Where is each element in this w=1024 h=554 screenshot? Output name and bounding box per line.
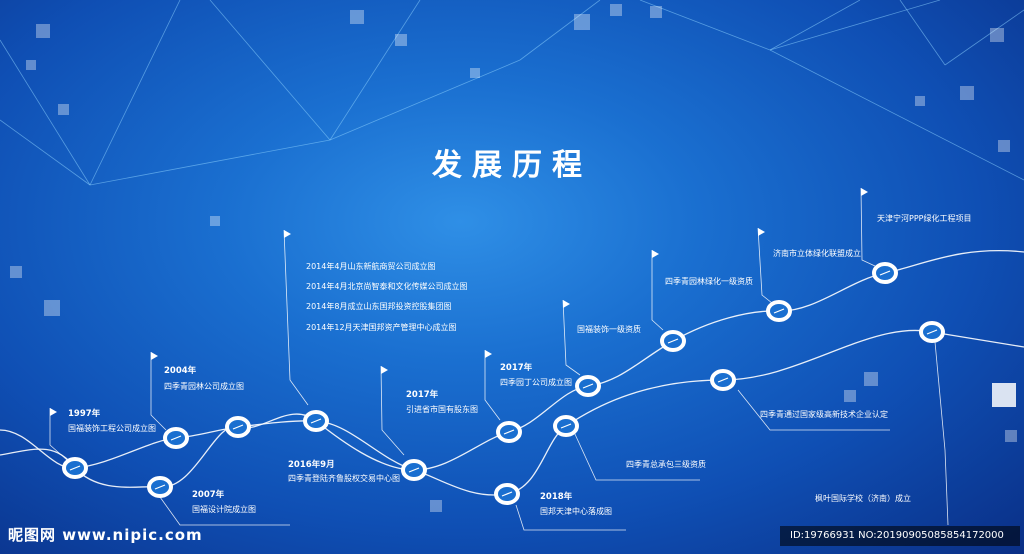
event-text: 四季青总承包三级资质 — [626, 460, 706, 470]
event-text: 天津宁河PPP绿化工程项目 — [877, 214, 971, 224]
event-year: 1997年 — [68, 409, 100, 419]
event-text: 2014年4月北京尚智泰和文化传媒公司成立图 — [306, 282, 467, 292]
event-year: 2016年9月 — [288, 460, 335, 470]
event-year: 2007年 — [192, 490, 224, 500]
event-text: 四季园丁公司成立图 — [500, 378, 572, 388]
event-text: 引进省市国有股东图 — [406, 405, 478, 415]
image-id-bar: ID:19766931 NO:20190905085854172000 — [780, 526, 1020, 546]
watermark-logo: 昵图网 www.nipic.com — [8, 524, 203, 545]
event-text: 国邦天津中心落成图 — [540, 507, 612, 517]
event-text: 四季青园林公司成立图 — [164, 382, 244, 392]
event-text: 济南市立体绿化联盟成立 — [773, 249, 861, 259]
event-year: 2018年 — [540, 492, 572, 502]
event-text: 四季青登陆齐鲁股权交易中心图 — [288, 474, 400, 484]
event-text: 国福装饰一级资质 — [577, 325, 641, 335]
event-text: 四季青通过国家级高新技术企业认定 — [760, 410, 888, 420]
event-year: 2017年 — [406, 390, 438, 400]
event-year: 2004年 — [164, 366, 196, 376]
event-text: 2014年12月天津国邦资产管理中心成立图 — [306, 323, 457, 333]
event-text: 枫叶国际学校（济南）成立 — [815, 494, 911, 504]
page-title: 发展历程 — [0, 140, 1024, 184]
event-text: 2014年4月山东新航商贸公司成立图 — [306, 262, 435, 272]
event-text: 国福装饰工程公司成立图 — [68, 424, 156, 434]
event-text: 国福设计院成立图 — [192, 505, 256, 515]
event-year: 2017年 — [500, 363, 532, 373]
event-text: 2014年8月成立山东国邦投资控股集团图 — [306, 302, 451, 312]
event-text: 四季青园林绿化一级资质 — [665, 277, 753, 287]
